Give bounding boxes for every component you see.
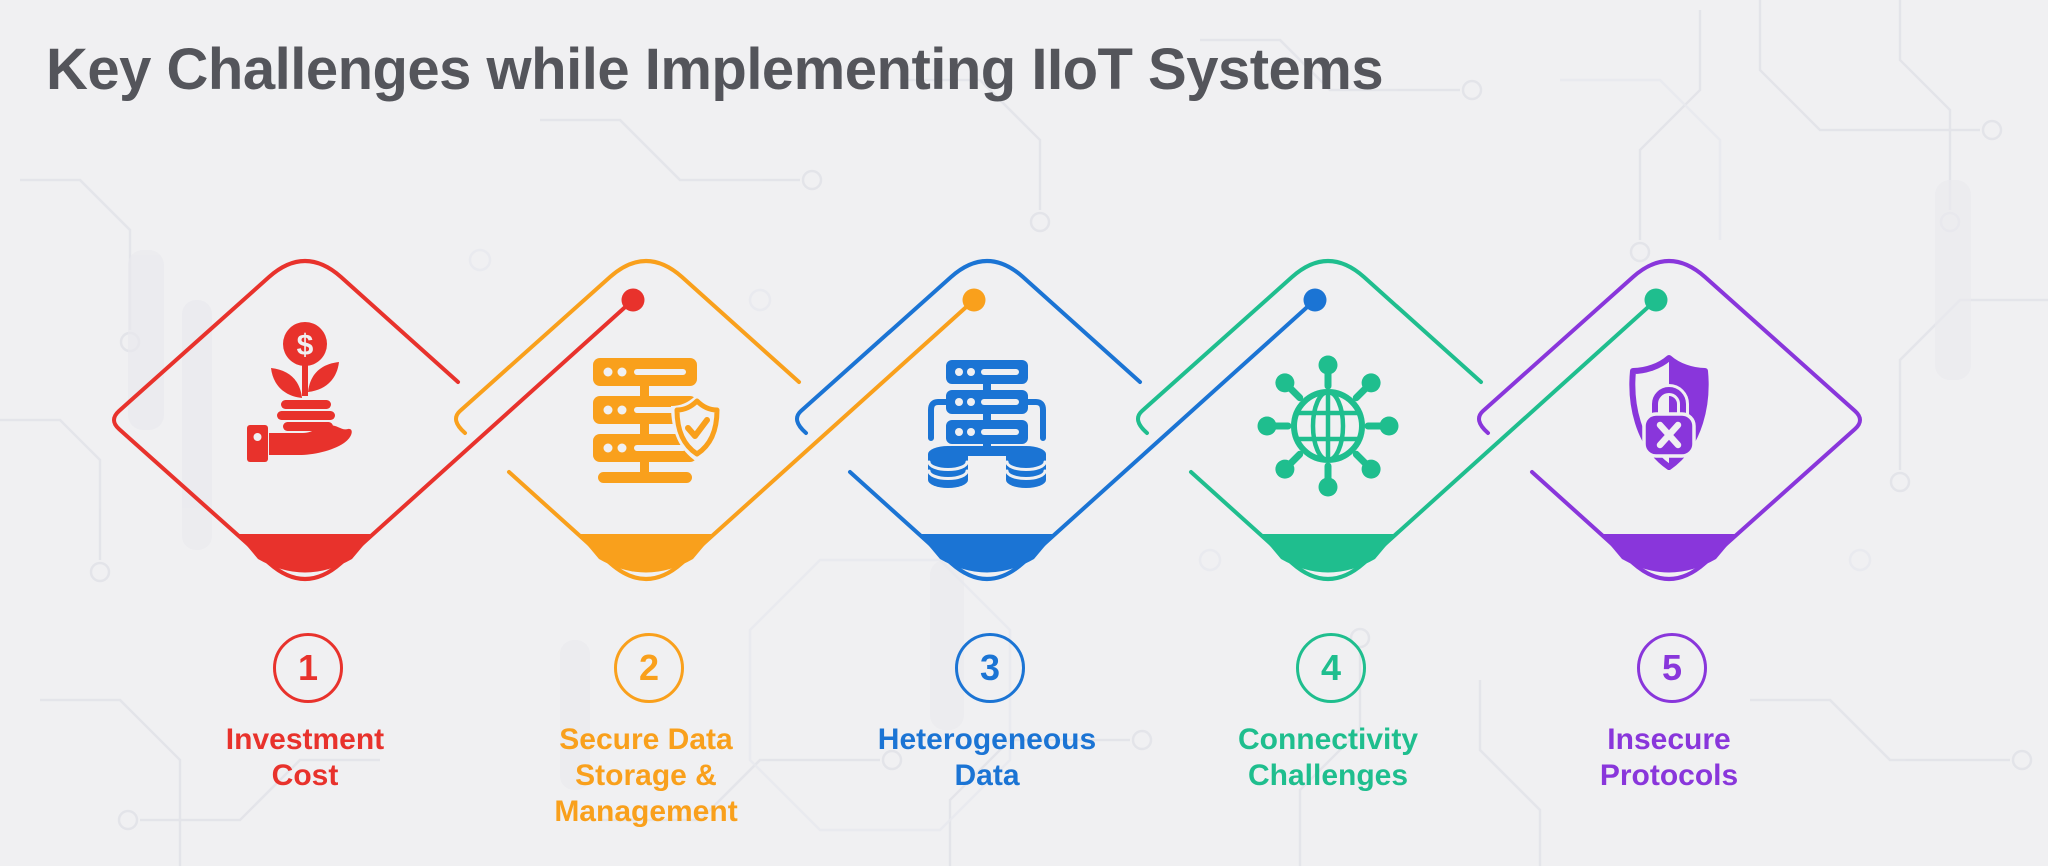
step-label-line: Protocols [1599, 759, 1739, 792]
diamond-bowl-fill [578, 534, 714, 573]
hand-money-plant-icon: $ [247, 322, 352, 462]
diamond-outline [112, 259, 635, 581]
connector-dot [1303, 288, 1327, 312]
diamond-outline [1189, 298, 1658, 581]
step-label-line: Storage & [575, 759, 717, 792]
step-number: 1 [297, 647, 319, 688]
diamond-outline [795, 259, 1142, 435]
connector-dot [1644, 288, 1668, 312]
diamond-bowl-fill [1601, 534, 1737, 573]
step-number: 2 [638, 647, 660, 688]
svg-text:$: $ [297, 329, 314, 362]
step-number-badge-4: 4 [1296, 633, 1366, 703]
step-label-line: Management [554, 795, 738, 828]
step-label-line: Data [954, 759, 1020, 792]
challenge-diamond-2 [454, 259, 986, 581]
step-label-line: Heterogeneous [877, 723, 1097, 756]
diamond-bowl-fill [919, 534, 1055, 573]
step-number: 3 [979, 647, 1001, 688]
connector-dot [962, 288, 986, 312]
step-label-line: Cost [271, 759, 339, 792]
diamond-outline [848, 298, 1317, 581]
step-number: 5 [1661, 647, 1683, 688]
diamond-outline [507, 298, 976, 581]
step-label-line: Investment [225, 723, 385, 756]
step-number-badge-2: 2 [614, 633, 684, 703]
diamond-bowl-fill [1260, 534, 1396, 573]
challenge-diamond-3 [795, 259, 1327, 581]
challenge-diamond-5 [1477, 259, 1862, 581]
step-label-line: Connectivity [1237, 723, 1419, 756]
diamond-outline [1477, 259, 1862, 581]
connector-dot [621, 288, 645, 312]
shield-lock-icon [1629, 355, 1709, 470]
diamond-outline [1136, 259, 1483, 435]
step-number-badge-1: 1 [273, 633, 343, 703]
server-shield-check-icon [593, 358, 723, 483]
step-number: 4 [1320, 647, 1342, 688]
network-globe-icon [1257, 355, 1399, 497]
servers-databases-icon [927, 360, 1047, 488]
step-number-badge-3: 3 [955, 633, 1025, 703]
diamond-outline [454, 259, 801, 435]
step-label-line: Insecure [1607, 723, 1731, 756]
step-label-line: Challenges [1247, 759, 1409, 792]
page-title: Key Challenges while Implementing IIoT S… [46, 37, 1384, 102]
diamond-bowl-fill [237, 534, 373, 573]
challenge-diamond-1: $ [112, 259, 645, 581]
step-label-line: Secure Data [559, 723, 733, 756]
step-number-badge-5: 5 [1637, 633, 1707, 703]
challenge-diamond-4 [1136, 259, 1668, 581]
